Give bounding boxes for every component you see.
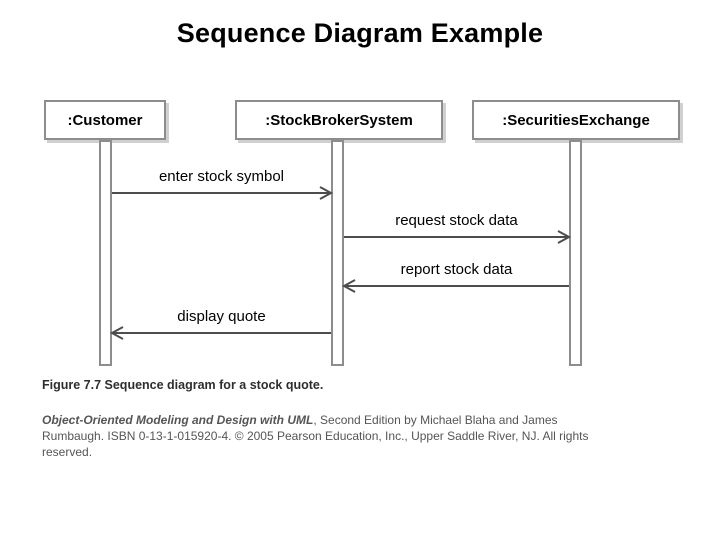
copyright-book-title: Object-Oriented Modeling and Design with…: [42, 413, 314, 427]
copyright-rest: , Second Edition by Michael Blaha and Ja…: [42, 413, 589, 459]
activation-bar-customer: [99, 140, 112, 366]
lifeline-label-stockbrokersystem: :StockBrokerSystem: [265, 111, 413, 129]
message-label-display-quote: display quote: [177, 308, 266, 325]
page-title: Sequence Diagram Example: [176, 18, 544, 48]
lifeline-label-securitiesexchange: :SecuritiesExchange: [502, 111, 650, 129]
message-line-display-quote[interactable]: [112, 332, 331, 334]
copyright-notice: Object-Oriented Modeling and Design with…: [42, 412, 602, 460]
figure-caption: Figure 7.7 Sequence diagram for a stock …: [42, 378, 324, 392]
message-label-report-stock-data: report stock data: [400, 261, 513, 278]
lifeline-label-customer: :Customer: [67, 111, 143, 129]
lifeline-head-stockbrokersystem[interactable]: :StockBrokerSystem: [235, 100, 443, 140]
activation-bar-stockbrokersystem: [331, 140, 344, 366]
message-label-request-stock-data: request stock data: [395, 212, 518, 229]
lifeline-head-securitiesexchange[interactable]: :SecuritiesExchange: [472, 100, 680, 140]
message-line-request-stock-data[interactable]: [344, 236, 569, 238]
message-line-enter-stock-symbol[interactable]: [112, 192, 331, 194]
lifeline-head-customer[interactable]: :Customer: [44, 100, 166, 140]
activation-bar-securitiesexchange: [569, 140, 582, 366]
message-label-enter-stock-symbol: enter stock symbol: [158, 168, 285, 185]
message-line-report-stock-data[interactable]: [344, 285, 569, 287]
